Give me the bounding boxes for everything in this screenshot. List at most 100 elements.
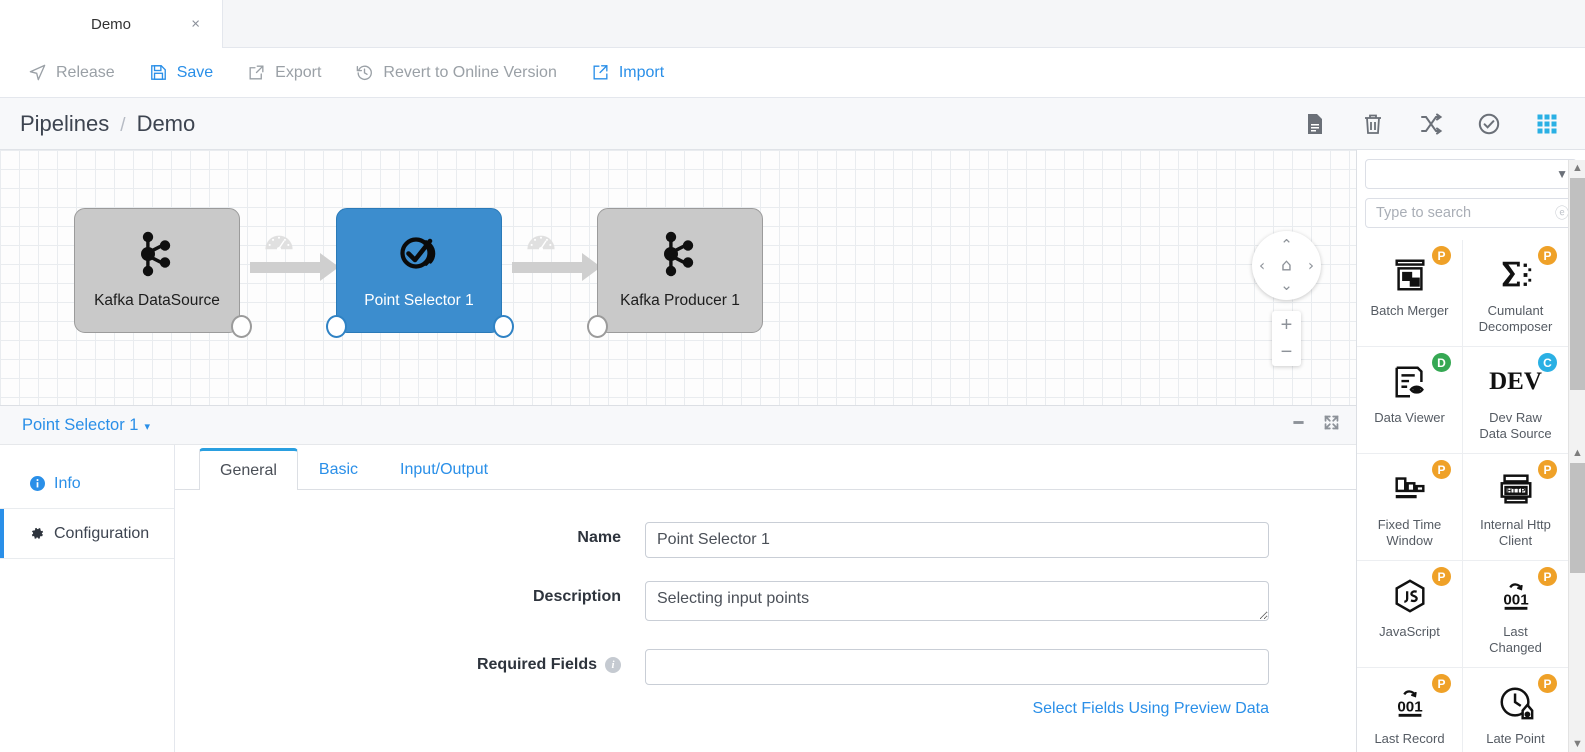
svg-text:001: 001 xyxy=(1397,699,1423,716)
home-icon[interactable]: ⌂ xyxy=(1281,255,1292,275)
palette-item-javascript[interactable]: JavaScript P xyxy=(1357,561,1463,668)
palette-item-label: Dev Raw Data Source xyxy=(1479,410,1552,441)
config-panel-scrollbar[interactable]: ▲ ▼ xyxy=(1568,445,1585,752)
palette-item-batch-merger[interactable]: Batch Merger P xyxy=(1357,240,1463,347)
palette-item-internal-http-client[interactable]: HTTP Internal Http Client P xyxy=(1463,454,1569,561)
config-panel-title-dropdown[interactable]: Point Selector 1▾ xyxy=(0,416,150,435)
canvas-zoom-control: + − xyxy=(1272,311,1301,366)
palette-item-label: Cumulant Decomposer xyxy=(1478,303,1553,334)
import-icon xyxy=(593,65,608,80)
pipeline-node-kafka-datasource[interactable]: Kafka DataSource xyxy=(74,208,252,338)
config-panel-header: Point Selector 1▾ xyxy=(0,405,1356,445)
header-actions xyxy=(1303,112,1585,136)
scroll-up-arrow-icon[interactable]: ▲ xyxy=(1572,447,1583,459)
name-field[interactable] xyxy=(645,522,1269,558)
zoom-out-button[interactable]: − xyxy=(1280,341,1293,364)
save-label: Save xyxy=(176,63,214,81)
required-fields-label: Required Fields i xyxy=(175,649,645,674)
point-selector-icon xyxy=(400,237,436,269)
data-viewer-icon xyxy=(1394,366,1424,398)
breadcrumb-root[interactable]: Pipelines xyxy=(20,110,110,136)
node-input-port[interactable] xyxy=(326,315,347,338)
status-badge: P xyxy=(1538,674,1557,693)
save-button[interactable]: Save xyxy=(149,63,213,82)
document-icon[interactable] xyxy=(1303,112,1327,136)
select-fields-using-preview-data-link[interactable]: Select Fields Using Preview Data xyxy=(1032,700,1269,717)
svg-text:HTTP: HTTP xyxy=(1506,488,1525,495)
scrollbar-thumb[interactable] xyxy=(1570,463,1585,573)
document-tab-label: Demo xyxy=(90,15,131,33)
pan-left-button[interactable]: ‹ xyxy=(1259,256,1265,274)
node-output-port[interactable] xyxy=(231,315,252,338)
node-label: Point Selector 1 xyxy=(364,292,474,309)
palette-item-late-point[interactable]: Late Point P xyxy=(1463,668,1569,752)
required-fields-field[interactable] xyxy=(645,649,1269,685)
description-field[interactable]: Selecting input points xyxy=(645,581,1269,621)
status-badge: C xyxy=(1538,353,1557,372)
clear-circle-icon[interactable]: ⓔ xyxy=(1555,205,1569,221)
paper-plane-icon xyxy=(29,64,46,81)
info-icon[interactable]: i xyxy=(605,657,621,673)
palette-item-data-viewer[interactable]: Data Viewer D xyxy=(1357,347,1463,454)
config-nav-label: Configuration xyxy=(54,524,150,542)
gauge-icon xyxy=(265,235,293,252)
scroll-up-arrow-icon[interactable]: ▲ xyxy=(1572,162,1583,174)
pipeline-node-kafka-producer-1[interactable]: Kafka Producer 1 xyxy=(587,208,763,338)
expand-icon[interactable] xyxy=(1323,414,1340,436)
tab-general[interactable]: General xyxy=(199,448,298,490)
palette-grid: Batch Merger P Cumulant Decomposer P xyxy=(1357,240,1569,752)
pan-up-button[interactable]: ⌃ xyxy=(1280,236,1293,254)
shuffle-icon[interactable] xyxy=(1419,112,1443,136)
close-icon[interactable]: × xyxy=(191,15,200,33)
required-fields-label-text: Required Fields xyxy=(476,656,597,673)
pipeline-canvas[interactable]: Kafka DataSource Point Selector 1 xyxy=(0,150,1356,405)
minimize-icon[interactable] xyxy=(1290,414,1307,436)
palette-category-select[interactable]: ▼ xyxy=(1365,159,1577,189)
pipeline-node-point-selector-1[interactable]: Point Selector 1 xyxy=(326,208,514,338)
connection-line-1[interactable] xyxy=(250,262,320,273)
revert-to-online-version-button[interactable]: Revert to Online Version xyxy=(355,63,557,82)
node-output-port[interactable] xyxy=(493,315,514,338)
scroll-down-arrow-icon[interactable]: ▼ xyxy=(1572,738,1583,750)
trash-icon[interactable] xyxy=(1361,112,1385,136)
config-nav-item-configuration[interactable]: Configuration xyxy=(0,509,174,559)
search-input[interactable] xyxy=(1366,205,1576,221)
last-record-icon: 001 xyxy=(1397,690,1423,717)
form-row-name: Name xyxy=(175,522,1356,558)
canvas-pan-control[interactable]: ⌃ ⌄ ‹ › ⌂ xyxy=(1252,231,1321,300)
status-badge: P xyxy=(1432,246,1451,265)
document-tab-demo[interactable]: Demo × xyxy=(0,0,223,48)
export-button[interactable]: Export xyxy=(247,63,321,82)
import-button[interactable]: Import xyxy=(591,63,664,82)
node-input-port[interactable] xyxy=(587,315,608,338)
config-nav-item-info[interactable]: Info xyxy=(0,459,174,509)
description-label: Description xyxy=(532,588,621,605)
scrollbar-thumb[interactable] xyxy=(1570,178,1585,390)
palette-item-last-record[interactable]: 001 Last Record P xyxy=(1357,668,1463,752)
connection-line-2[interactable] xyxy=(512,262,582,273)
palette-header: ▼ ⓔ xyxy=(1357,150,1585,228)
pan-down-button[interactable]: ⌄ xyxy=(1280,276,1293,294)
tab-input-output[interactable]: Input/Output xyxy=(400,460,489,478)
palette-item-last-changed[interactable]: 001 Last Changed P xyxy=(1463,561,1569,668)
chevron-down-icon: ▾ xyxy=(144,420,151,433)
release-button[interactable]: Release xyxy=(28,63,115,82)
config-tabs: General Basic Input/Output xyxy=(175,445,1356,490)
apps-grid-icon[interactable] xyxy=(1535,112,1559,136)
zoom-in-button[interactable]: + xyxy=(1280,313,1293,336)
connection-arrow-2 xyxy=(582,253,601,281)
svg-text:001: 001 xyxy=(1503,592,1529,609)
pan-right-button[interactable]: › xyxy=(1308,256,1314,274)
export-label: Export xyxy=(275,63,322,81)
check-circle-icon[interactable] xyxy=(1477,112,1501,136)
palette-item-dev-raw-data-source[interactable]: DEV Dev Raw Data Source C xyxy=(1463,347,1569,454)
palette-item-cumulant-decomposer[interactable]: Cumulant Decomposer P xyxy=(1463,240,1569,347)
export-icon xyxy=(249,65,264,80)
tab-basic[interactable]: Basic xyxy=(318,460,359,478)
palette-item-fixed-time-window[interactable]: Fixed Time Window P xyxy=(1357,454,1463,561)
palette-item-label: Batch Merger xyxy=(1370,303,1449,318)
info-circle-icon xyxy=(30,476,45,491)
palette-search[interactable]: ⓔ xyxy=(1365,198,1577,228)
config-panel-body: Info Configuration General Basic Input/O… xyxy=(0,445,1356,752)
